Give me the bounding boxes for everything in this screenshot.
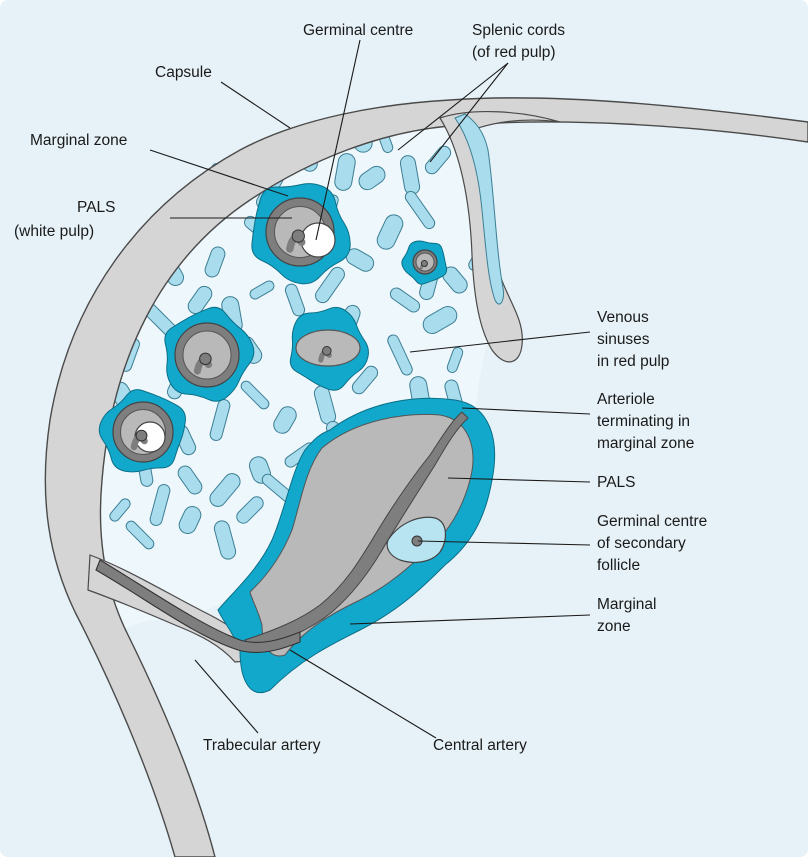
- label-trabecular-artery: Trabecular artery: [203, 737, 321, 754]
- label-germinal-centre: Germinal centre: [303, 22, 413, 39]
- arteriole-cross-section: [421, 260, 427, 266]
- arteriole-cross-section: [292, 230, 304, 242]
- label-marginal-zone-bottom-line1: Marginal: [597, 596, 656, 613]
- label-venous-sinuses-line1: Venous: [597, 309, 649, 326]
- label-marginal-zone-bottom-line2: zone: [597, 618, 631, 635]
- label-germinal-centre-secondary-line2: of secondary: [597, 535, 686, 552]
- label-splenic-cords-line1: Splenic cords: [472, 22, 565, 39]
- label-central-artery: Central artery: [433, 737, 527, 754]
- label-pals-white-pulp-line1: PALS: [77, 199, 116, 216]
- label-arteriole-line2: terminating in: [597, 413, 690, 430]
- label-capsule: Capsule: [155, 64, 212, 81]
- germinal-centre: [301, 223, 335, 257]
- label-marginal-zone-top: Marginal zone: [30, 132, 127, 149]
- label-arteriole-line3: marginal zone: [597, 435, 694, 452]
- arteriole-cross-section: [136, 430, 147, 441]
- label-pals: PALS: [597, 474, 636, 491]
- label-venous-sinuses-line2: sinuses: [597, 331, 650, 348]
- label-arteriole-line1: Arteriole: [597, 391, 655, 408]
- label-venous-sinuses-line3: in red pulp: [597, 353, 669, 370]
- arteriole-cross-section: [322, 347, 331, 356]
- label-germinal-centre-secondary-line3: follicle: [597, 557, 640, 574]
- label-splenic-cords-line2: (of red pulp): [472, 44, 556, 61]
- arteriole-cross-section: [200, 353, 212, 365]
- label-germinal-centre-secondary-line1: Germinal centre: [597, 513, 707, 530]
- label-pals-white-pulp-line2: (white pulp): [14, 223, 94, 240]
